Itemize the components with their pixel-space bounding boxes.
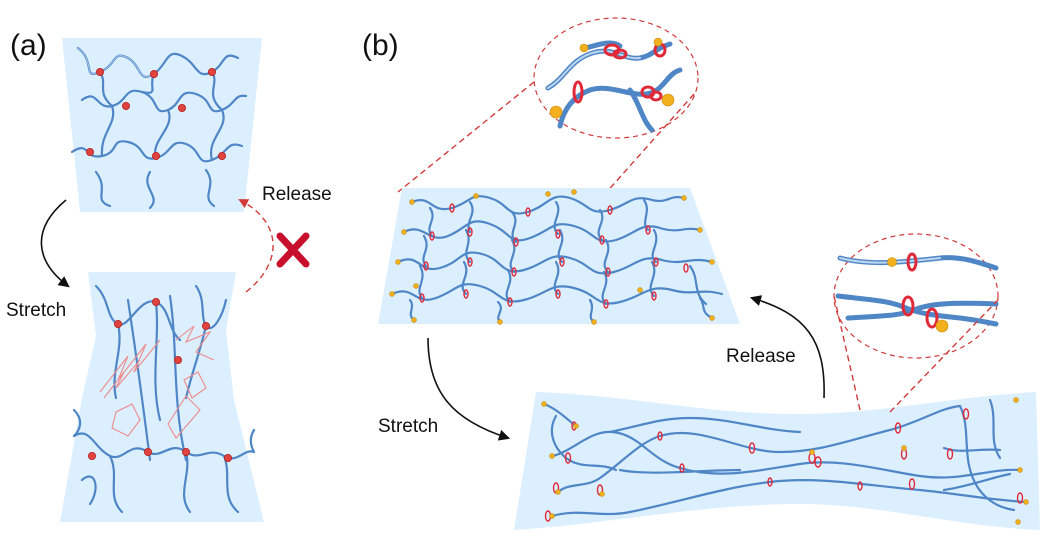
release-label-a: Release: [262, 184, 332, 205]
crosslink-rings-small: [419, 203, 689, 309]
panel-b: (b): [362, 17, 1040, 530]
panel-b-stretched-network: [514, 392, 1040, 530]
panel-a-stretched-network: [60, 272, 264, 522]
panel-a-label: (a): [10, 29, 47, 62]
zoom-inset-relaxed: [533, 17, 699, 139]
stretch-arrow-b: [427, 337, 511, 441]
panel-b-relaxed-network: [378, 188, 740, 325]
zoom-guide-lines-stretched: [833, 295, 999, 413]
panel-b-label: (b): [362, 29, 399, 62]
cross-mark-icon: [276, 232, 310, 268]
end-beads-stretched: [541, 397, 1029, 525]
end-beads-small: [389, 189, 715, 325]
panel-a-relaxed-network: [62, 38, 262, 212]
release-arrow-b: [749, 295, 825, 399]
stretch-arrow-a: [40, 199, 70, 288]
stretch-label-b: Stretch: [378, 416, 438, 437]
crack-icon: [99, 325, 215, 439]
zoom-inset-stretched: [833, 233, 999, 359]
release-arrow-a: [238, 199, 274, 293]
release-label-b: Release: [726, 346, 796, 367]
panel-a: (a): [6, 29, 332, 522]
stretch-label-a: Stretch: [6, 300, 66, 321]
